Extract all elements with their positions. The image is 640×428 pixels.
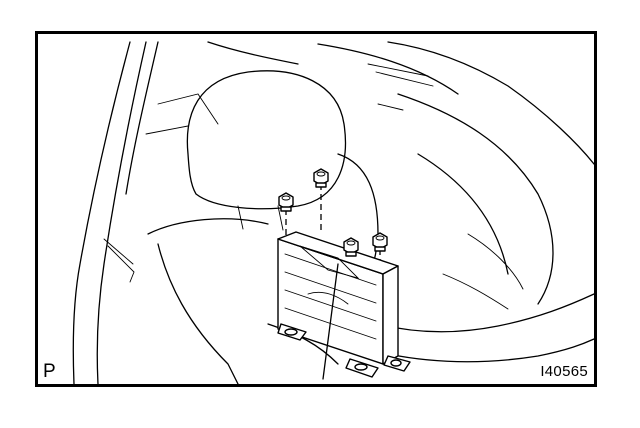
pillar-lines [72, 41, 159, 384]
nut [372, 232, 388, 252]
nut [343, 237, 359, 257]
figure-code: I40565 [540, 363, 588, 380]
view-letter: P [43, 361, 56, 382]
ecu-bracket [277, 231, 411, 380]
background-lines [145, 41, 594, 165]
illustration-frame: P I40565 [35, 31, 597, 387]
vehicle-interior-illustration [72, 41, 594, 384]
seat-back [147, 93, 594, 384]
nut [278, 192, 294, 212]
headrest [186, 70, 347, 231]
nut [313, 168, 329, 188]
